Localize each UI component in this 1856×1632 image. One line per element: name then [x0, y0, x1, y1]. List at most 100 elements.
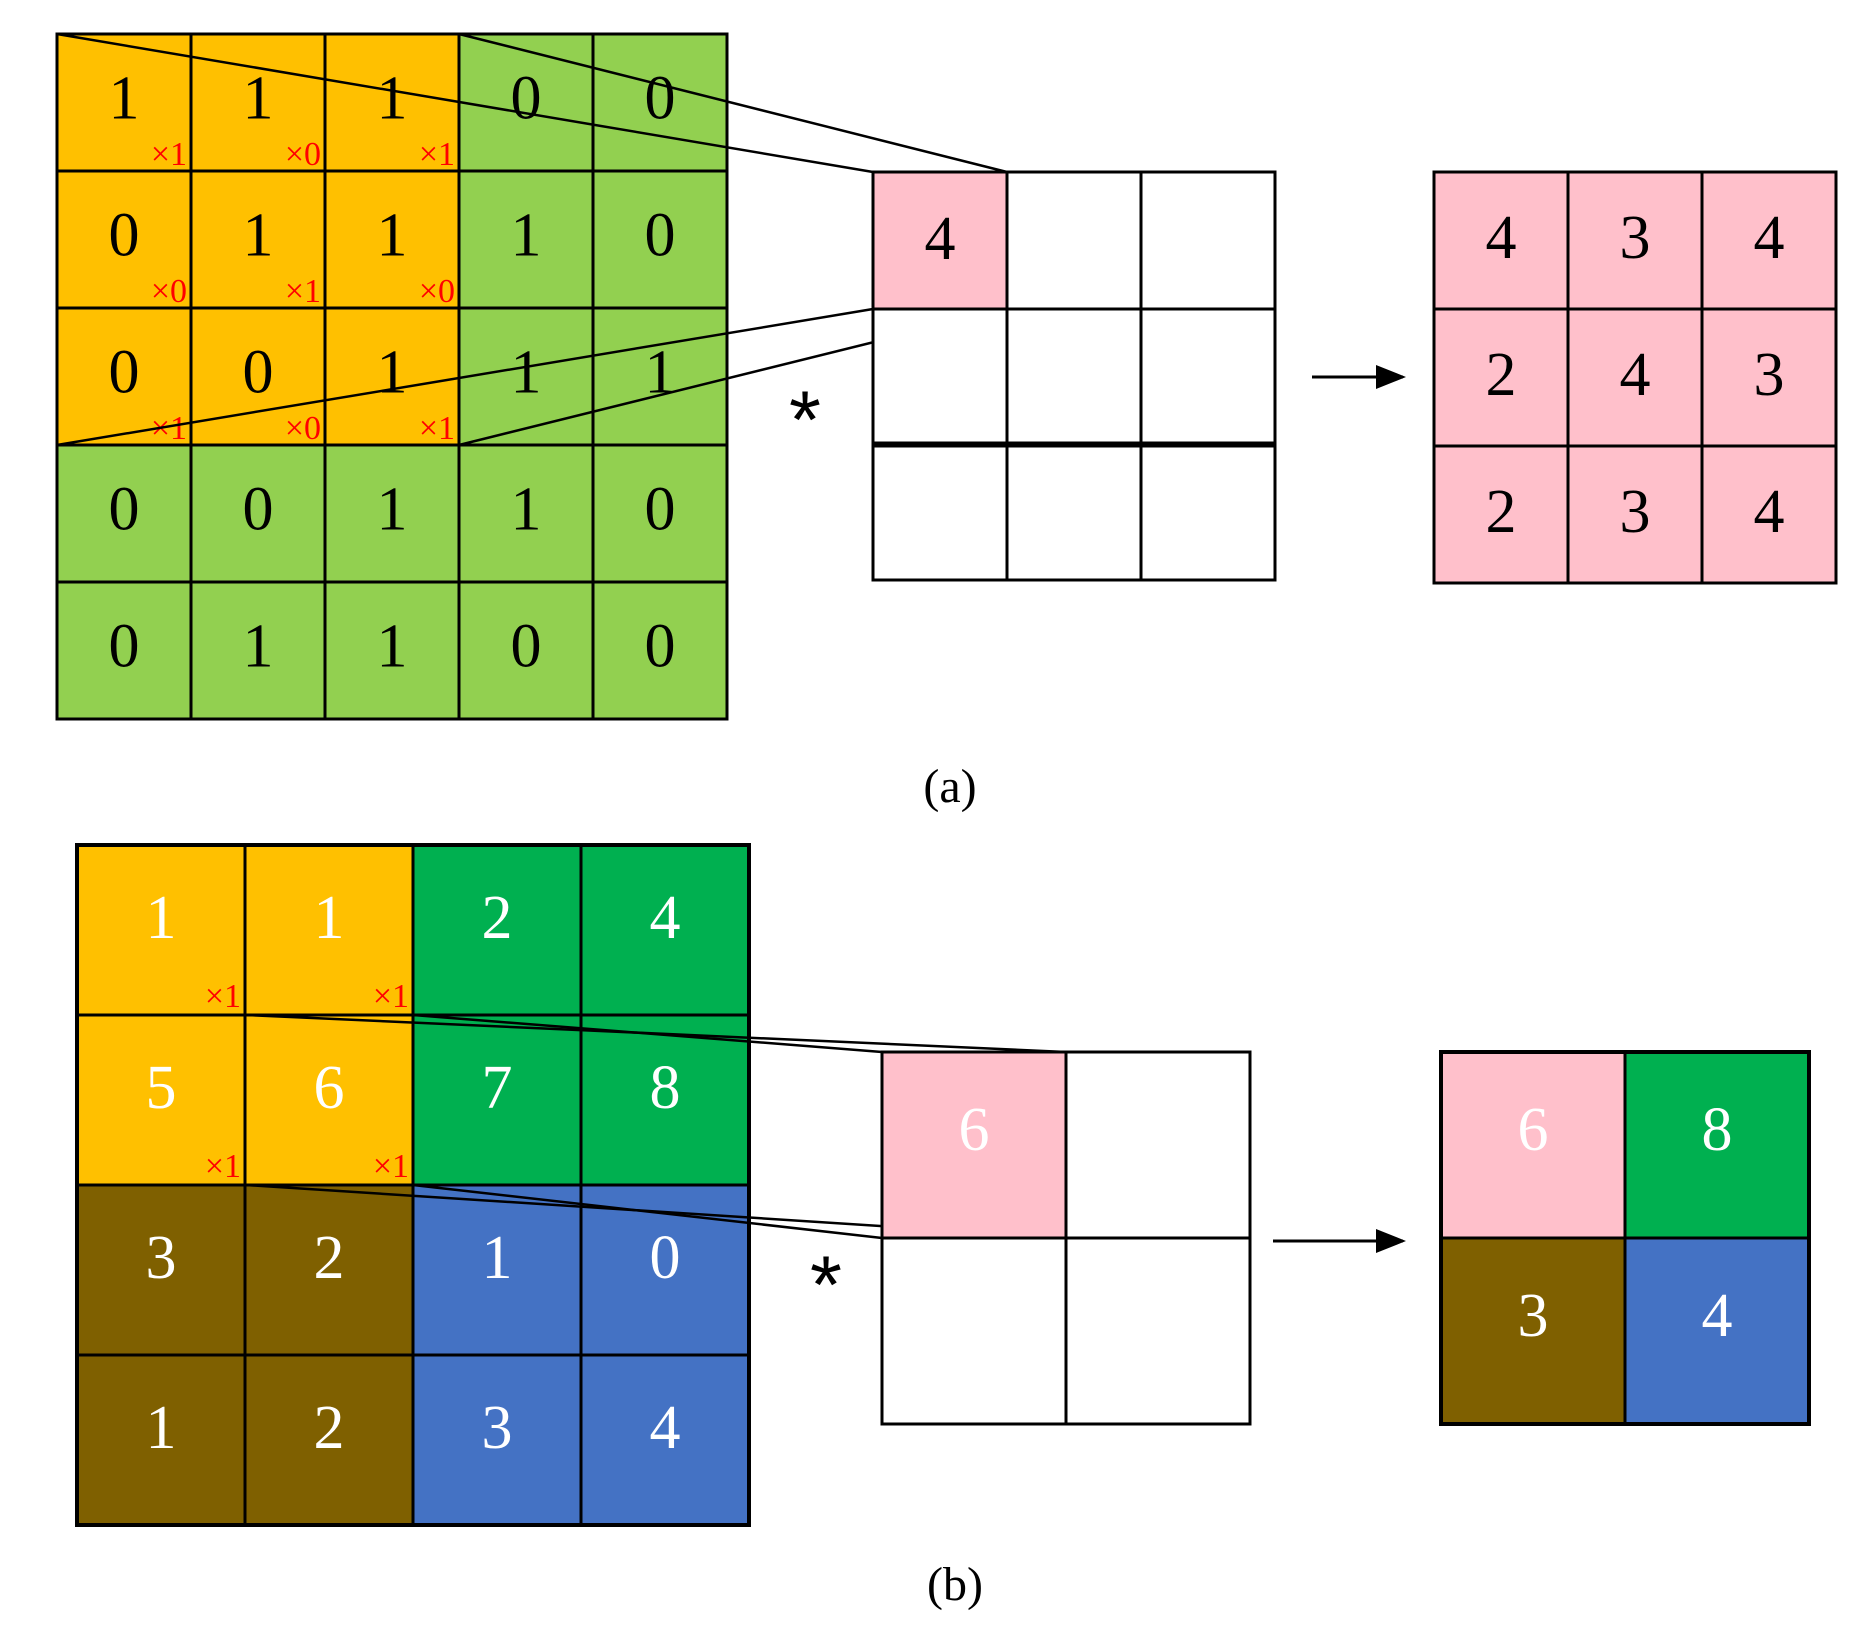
input-cell — [55, 580, 193, 721]
output-cell-value: 2 — [1486, 341, 1517, 409]
input-cell-value: 1 — [377, 201, 408, 269]
output-cell — [1700, 170, 1838, 311]
input-cell-value: 1 — [511, 201, 542, 269]
input-cell-value: 1 — [511, 475, 542, 543]
partial-output-value: 4 — [925, 205, 956, 273]
input-cell — [323, 306, 461, 447]
input-cell — [55, 32, 193, 173]
input-cell-value: 1 — [482, 1224, 513, 1292]
panel-a-convolution-operator: * — [789, 375, 821, 466]
input-cell — [411, 1183, 583, 1357]
output-cell-value: 3 — [1518, 1282, 1549, 1350]
partial-output-cell — [880, 1050, 1068, 1240]
empty-output-cell — [1139, 307, 1277, 445]
empty-output-cell — [1139, 170, 1277, 311]
output-cell-value: 8 — [1702, 1096, 1733, 1164]
panel-a-feature-map-in-progress: 4 — [871, 170, 1277, 582]
input-cell-value: 7 — [482, 1054, 513, 1122]
panel-b-feature-map-in-progress: 6 — [880, 1050, 1252, 1426]
connector-line — [412, 1013, 883, 1054]
kernel-weight: ×1 — [151, 136, 187, 173]
input-cell — [591, 306, 729, 447]
input-cell-value: 0 — [109, 338, 140, 406]
input-cell — [189, 32, 327, 173]
input-cell-value: 0 — [645, 612, 676, 680]
output-cell-value: 4 — [1486, 204, 1517, 272]
input-cell — [243, 843, 415, 1017]
input-cell — [411, 1013, 583, 1187]
kernel-weight: ×1 — [285, 273, 321, 310]
input-cell-value: 1 — [146, 1394, 177, 1462]
input-cell — [75, 1183, 247, 1357]
input-cell-value: 1 — [511, 338, 542, 406]
kernel-weight: ×1 — [419, 410, 455, 447]
input-cell-value: 2 — [314, 1394, 345, 1462]
input-cell — [591, 169, 729, 310]
input-cell-value: 0 — [243, 475, 274, 543]
connector-line — [56, 32, 874, 174]
output-cell-value: 2 — [1486, 478, 1517, 546]
kernel-weight: ×0 — [419, 273, 455, 310]
output-cell — [1566, 444, 1704, 585]
empty-output-cell — [1139, 444, 1277, 582]
input-cell-value: 0 — [645, 201, 676, 269]
input-cell — [323, 443, 461, 584]
output-cell-value: 6 — [1518, 1096, 1549, 1164]
input-cell — [323, 580, 461, 721]
partial-output-value: 6 — [959, 1096, 990, 1164]
input-cell-value: 1 — [377, 612, 408, 680]
empty-output-cell — [1005, 170, 1143, 311]
connector-line — [458, 32, 1008, 174]
input-cell-value: 1 — [243, 201, 274, 269]
output-cell-value: 4 — [1702, 1282, 1733, 1350]
input-cell-value: 1 — [109, 64, 140, 132]
connector-line — [56, 307, 874, 447]
output-cell-value: 3 — [1620, 478, 1651, 546]
input-cell — [75, 1353, 247, 1527]
kernel-weight: ×0 — [285, 136, 321, 173]
empty-output-cell — [1005, 444, 1143, 582]
input-cell — [579, 1013, 751, 1187]
empty-output-cell — [1064, 1236, 1252, 1426]
input-cell — [457, 306, 595, 447]
kernel-weight: ×0 — [285, 410, 321, 447]
output-grid-border — [1439, 1050, 1811, 1426]
panel-b-pooling-operator: * — [810, 1240, 842, 1331]
input-cell-value: 0 — [645, 64, 676, 132]
input-cell — [55, 169, 193, 310]
panel-b-output-feature-map: 6 8 3 4 — [1439, 1050, 1811, 1426]
kernel-weight: ×1 — [205, 1148, 241, 1185]
kernel-weight: ×1 — [205, 978, 241, 1015]
output-cell-value: 3 — [1754, 341, 1785, 409]
empty-output-cell — [880, 1236, 1068, 1426]
output-cell — [1700, 444, 1838, 585]
input-cell — [243, 1013, 415, 1187]
input-cell-value: 0 — [645, 475, 676, 543]
input-cell — [591, 580, 729, 721]
input-cell-value: 4 — [650, 1394, 681, 1462]
empty-output-cell — [1064, 1050, 1252, 1240]
input-cell — [189, 306, 327, 447]
input-cell-value: 1 — [377, 338, 408, 406]
output-cell — [1439, 1236, 1627, 1426]
input-cell — [457, 580, 595, 721]
output-cell-value: 4 — [1754, 478, 1785, 546]
input-cell-value: 1 — [243, 64, 274, 132]
input-cell-value: 0 — [650, 1224, 681, 1292]
input-cell-value: 4 — [650, 884, 681, 952]
panel-b-caption: (b) — [927, 1558, 983, 1611]
output-cell-value: 3 — [1620, 204, 1651, 272]
kernel-weight: ×1 — [373, 1148, 409, 1185]
input-cell-value: 3 — [482, 1394, 513, 1462]
kernel-weight: ×1 — [373, 978, 409, 1015]
input-cell-value: 1 — [314, 884, 345, 952]
output-cell-value: 4 — [1620, 341, 1651, 409]
input-cell-value: 0 — [511, 64, 542, 132]
input-cell-value: 2 — [482, 884, 513, 952]
input-cell-value: 2 — [314, 1224, 345, 1292]
input-cell — [189, 443, 327, 584]
